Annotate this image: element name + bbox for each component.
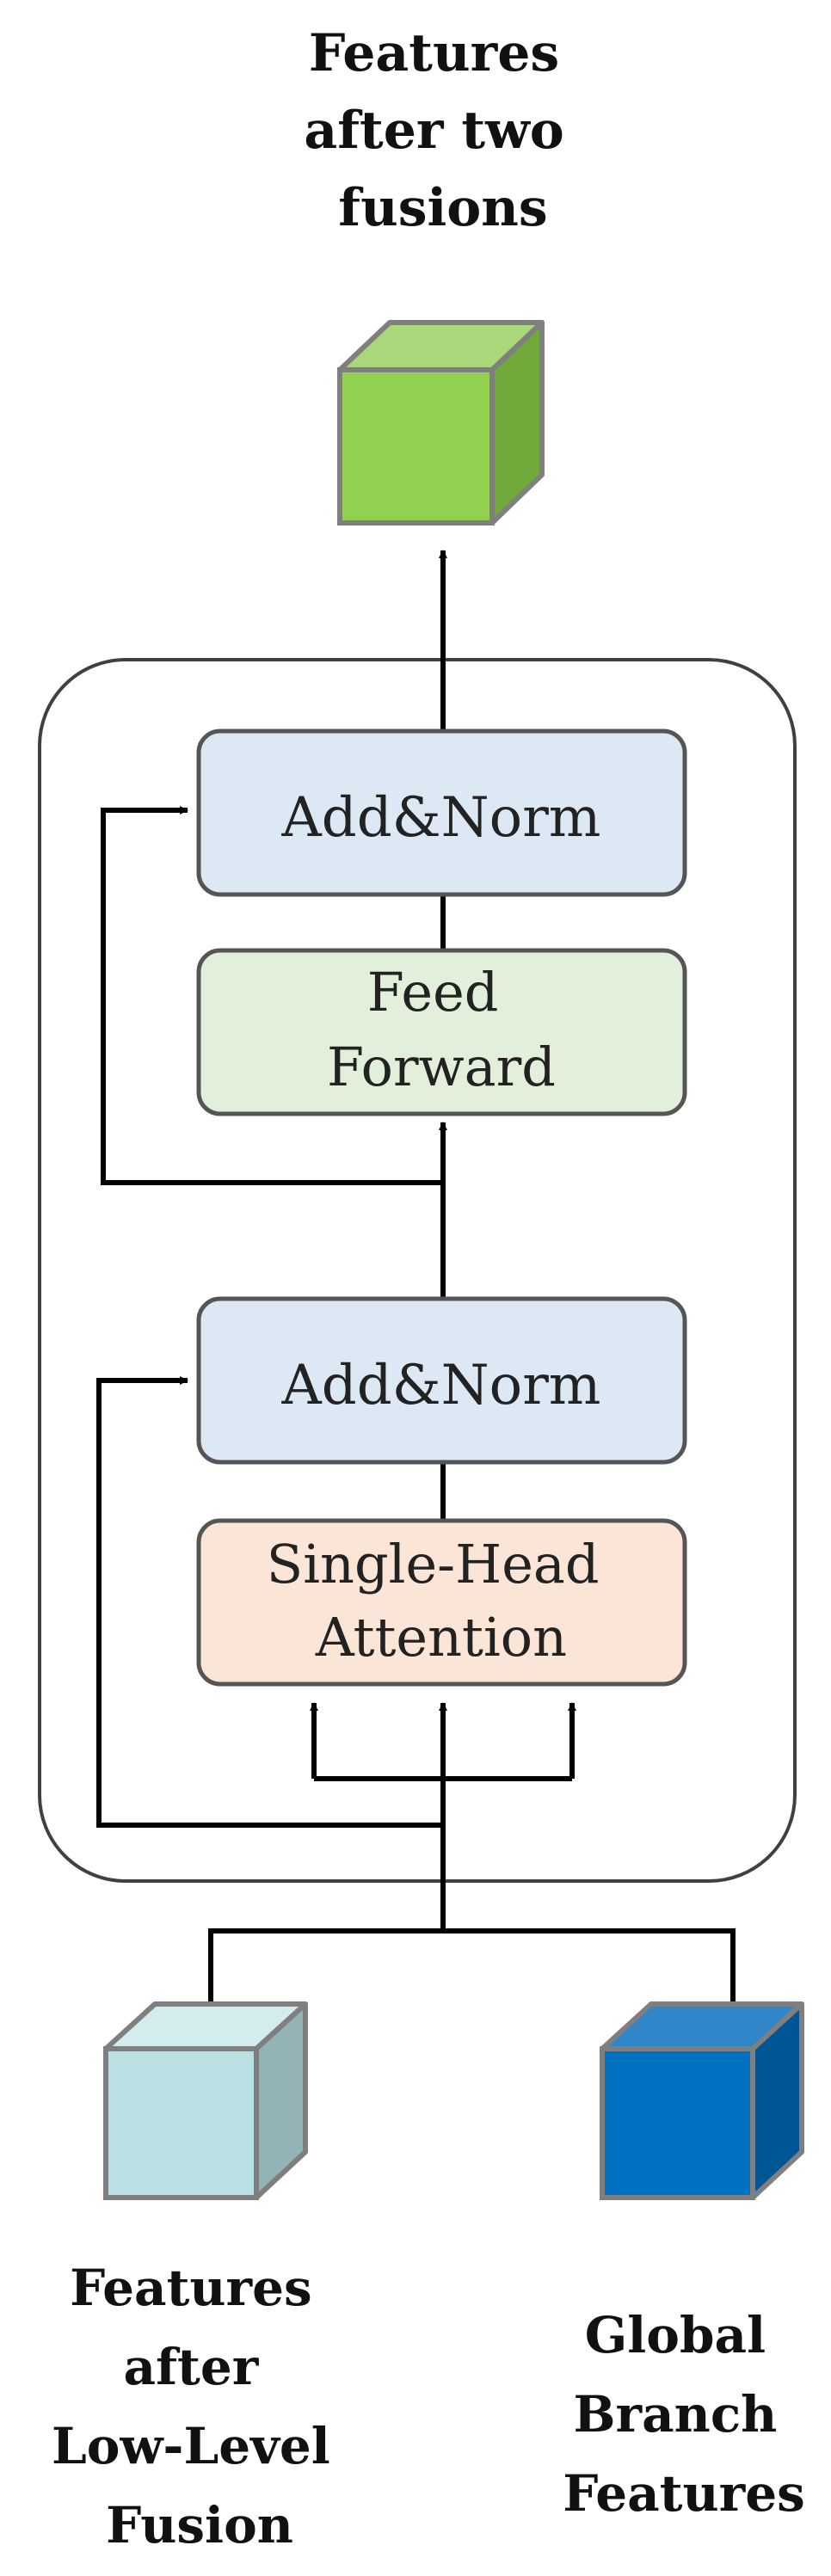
output-feature-cube: [337, 320, 545, 526]
attention-line-2: Attention: [315, 1606, 567, 1669]
residual-arrow-bottom: [96, 1376, 443, 1828]
add-norm-top-label: Add&Norm: [281, 786, 601, 850]
attention-block: Single-Head Attention: [196, 1518, 687, 1687]
right-label-line-2: Branch: [573, 2385, 777, 2444]
residual-arrow-top: [101, 806, 443, 1185]
output-label-line-2: after two: [304, 101, 563, 161]
output-label: Features after two fusions: [304, 23, 582, 238]
attention-label: Single-Head Attention: [267, 1533, 617, 1669]
output-label-line-1: Features: [309, 23, 559, 83]
left-label-line-4: Fusion: [106, 2496, 293, 2554]
feed-forward-block: Feed Forward: [196, 948, 687, 1116]
right-label-line-1: Global: [585, 2306, 766, 2364]
low-level-fusion-cube: [103, 2001, 308, 2200]
left-label-line-1: Features: [70, 2259, 312, 2317]
add-norm-bottom-block: Add&Norm: [196, 1296, 687, 1465]
feed-forward-label: Feed Forward: [327, 961, 556, 1098]
add-norm-top-block: Add&Norm: [196, 729, 687, 897]
right-label-line-3: Features: [563, 2464, 805, 2523]
attention-line-1: Single-Head: [267, 1533, 600, 1595]
left-label-line-2: after: [124, 2338, 260, 2396]
left-label-line-3: Low-Level: [52, 2417, 330, 2475]
feed-forward-line-1: Feed: [367, 961, 499, 1024]
connectors: [96, 550, 736, 2004]
global-branch-label: Global Branch Features: [563, 2306, 805, 2523]
input-merge-line: [208, 1928, 736, 2004]
feed-forward-line-2: Forward: [327, 1036, 556, 1098]
global-branch-cube: [600, 2001, 804, 2200]
low-level-fusion-label: Features after Low-Level Fusion: [52, 2259, 348, 2554]
add-norm-bottom-label: Add&Norm: [281, 1354, 601, 1417]
output-label-line-3: fusions: [338, 178, 547, 238]
encoder-block-frame: [38, 658, 797, 1883]
